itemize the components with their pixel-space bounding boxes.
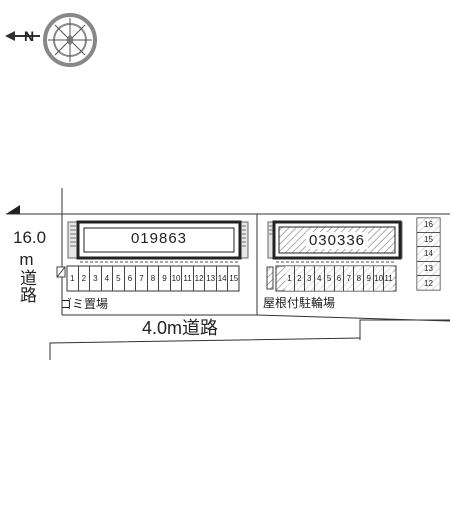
north-arrow-icon xyxy=(5,31,40,41)
parking-stall-number: 2 xyxy=(79,266,91,291)
bicycle-parking-icon xyxy=(266,266,274,290)
garbage-label: ゴミ置場 xyxy=(60,297,109,311)
parking-stall-number: 14 xyxy=(417,247,440,262)
south-road-edge xyxy=(49,319,450,360)
parking-stall-number: 6 xyxy=(334,266,345,291)
parking-stall-number: 5 xyxy=(324,266,335,291)
north-label: N xyxy=(24,28,35,44)
parking-stall-number: 10 xyxy=(374,266,385,291)
parking-stall-number: 8 xyxy=(354,266,365,291)
parking-stall-number: 12 xyxy=(417,276,440,290)
parking-stall-number: 7 xyxy=(136,266,148,291)
left-building-id: 019863 xyxy=(130,230,188,247)
south-road-label: 4.0m道路 xyxy=(142,318,219,338)
left-parking-row xyxy=(66,265,240,292)
parking-stall-number: 13 xyxy=(205,266,217,291)
parking-stall-number: 16 xyxy=(417,218,440,233)
parking-stall-number: 8 xyxy=(148,266,160,291)
west-road-width: 16.0 xyxy=(13,228,47,247)
west-road-unit: m道路 xyxy=(17,250,36,303)
parking-stall-number: 15 xyxy=(417,232,440,248)
parking-stall-number: 9 xyxy=(364,266,375,291)
parking-stall-number: 4 xyxy=(314,266,325,291)
parking-stall-number: 11 xyxy=(182,266,194,291)
parking-stall-number: 15 xyxy=(229,274,239,283)
west-road-arrow-icon xyxy=(6,205,62,215)
parking-stall-number: 7 xyxy=(344,266,355,291)
parking-stall-number: 3 xyxy=(90,266,102,291)
parking-stall-number: 3 xyxy=(304,266,315,291)
parking-stall-number: 4 xyxy=(102,266,114,291)
parking-stall-number: 10 xyxy=(171,266,183,291)
bicycle-parking-label: 屋根付駐輪場 xyxy=(263,296,336,310)
right-building xyxy=(267,220,403,263)
parking-stall-number: 1 xyxy=(285,266,295,291)
parking-stall-number: 11 xyxy=(384,266,393,291)
parking-stall-number: 5 xyxy=(113,266,125,291)
garbage-area xyxy=(56,266,66,278)
parking-stall-number: 14 xyxy=(217,266,229,291)
parking-stall-number: 9 xyxy=(159,266,171,291)
left-building xyxy=(67,220,249,263)
parking-stall-number: 6 xyxy=(125,266,137,291)
right-building-id-text: 030336 xyxy=(305,232,369,249)
right-building-id: 030336 xyxy=(279,232,395,249)
parking-stall-number: 12 xyxy=(194,266,206,291)
compass-rose-icon xyxy=(43,13,97,67)
parking-stall-number: 1 xyxy=(67,266,79,291)
parking-stall-number: 13 xyxy=(417,261,440,277)
site-boundary xyxy=(61,188,451,322)
parking-stall-number: 2 xyxy=(294,266,305,291)
